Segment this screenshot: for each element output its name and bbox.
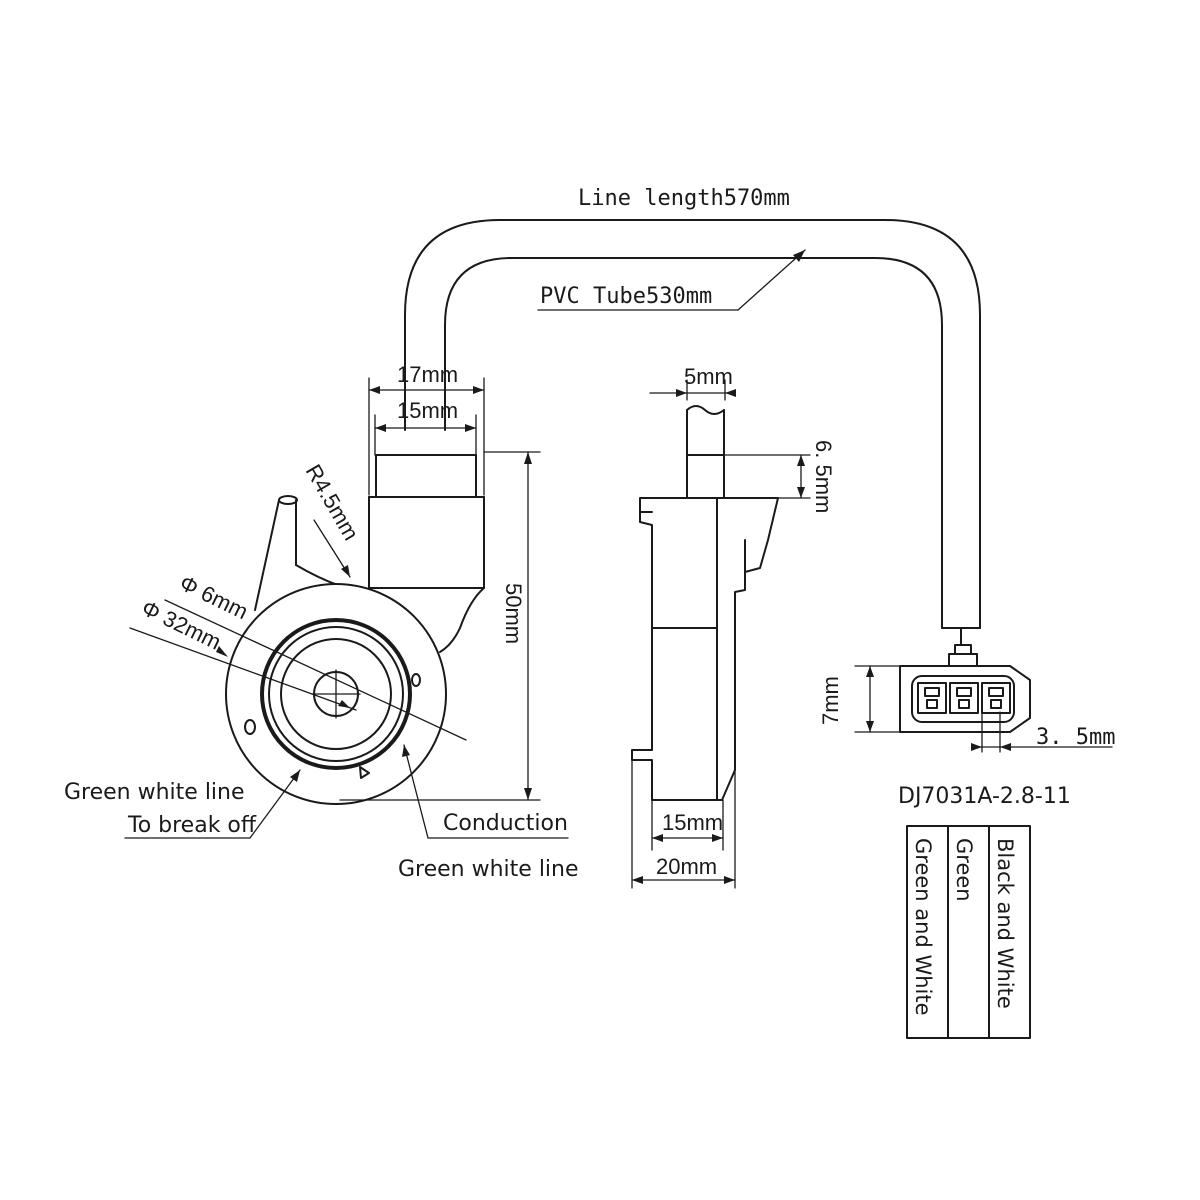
wire-stub	[254, 495, 341, 611]
green-white-line-bottom-label: Green white line	[398, 857, 579, 882]
line-length-label: Line length570mm	[578, 186, 790, 211]
cable	[404, 219, 981, 646]
to-break-off-label: To break off	[127, 813, 257, 838]
connector-height-label: 7mm	[818, 676, 843, 725]
wire-table-col-3: Black and White	[993, 838, 1017, 1009]
height-label: 50mm	[501, 583, 526, 644]
diameter-leaders	[129, 599, 467, 741]
connector	[854, 644, 1113, 753]
model-number: DJ7031A-2.8-11	[898, 784, 1071, 809]
height-dimension	[339, 451, 541, 801]
green-white-line-left-label: Green white line	[64, 780, 245, 805]
wire-table-col-1: Green and White	[911, 838, 935, 1016]
step-height-label: 6. 5mm	[811, 440, 836, 513]
front-label-leaders	[124, 744, 569, 839]
conduction-label: Conduction	[443, 811, 568, 836]
width-dimension-lines	[368, 377, 485, 496]
wire-color-table	[906, 825, 1031, 1039]
sensor-neck	[368, 454, 485, 653]
width-inner-label: 15mm	[397, 398, 458, 423]
width-outer-label: 17mm	[397, 362, 458, 387]
pvc-tube-leader	[537, 249, 806, 311]
pin-pitch-label: 3. 5mm	[1036, 725, 1115, 750]
side-inner-width-label: 15mm	[662, 810, 723, 835]
radius-label: R4.5mm	[301, 460, 364, 544]
wire-table-col-2: Green	[952, 838, 976, 902]
top-width-label: 5mm	[684, 364, 733, 389]
side-outer-width-label: 20mm	[656, 854, 717, 879]
side-view	[631, 379, 811, 889]
radius-leader	[313, 519, 351, 578]
pvc-tube-label: PVC Tube530mm	[540, 284, 712, 309]
sensor-disc	[225, 583, 447, 805]
